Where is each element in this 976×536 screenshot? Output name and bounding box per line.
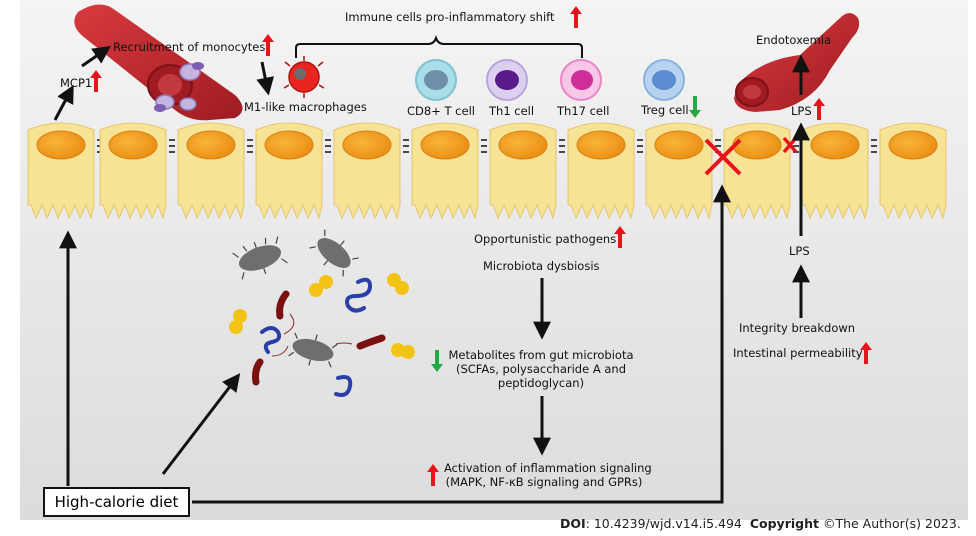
endotoxemia-label: Endotoxemia <box>756 33 832 47</box>
th17-cell-icon <box>560 59 602 101</box>
tight-junction <box>637 139 643 153</box>
th1-cell-icon <box>486 59 528 101</box>
arrow-diet-to-barrier <box>192 184 731 504</box>
treg-cell-icon <box>643 59 685 101</box>
tight-junction <box>403 139 409 153</box>
immune-shift-label: Immune cells pro-inflammatory shift <box>345 10 555 24</box>
immune-shift-up-arrow <box>570 6 582 28</box>
epithelial-cell <box>645 122 713 220</box>
permeability-label: Intestinal permeability <box>733 346 863 360</box>
treg-down-arrow <box>689 96 701 118</box>
arrow-recruit-to-m1 <box>256 61 275 96</box>
integrity-label: Integrity breakdown <box>739 321 856 335</box>
tight-junction <box>559 139 565 153</box>
doi-label: DOI <box>560 516 586 531</box>
tight-junction <box>169 139 175 153</box>
blood-vessel-left <box>74 4 243 121</box>
barrier-break-large-icon <box>704 138 742 176</box>
metabolites-down-arrow <box>431 350 443 372</box>
activation-label: Activation of inflammation signaling (MA… <box>444 461 652 489</box>
permeability-up-arrow <box>860 342 872 364</box>
epithelial-cell <box>255 122 323 220</box>
microbiota-cluster <box>229 229 415 397</box>
doi-value: : 10.4239/wjd.v14.i5.494 <box>585 516 742 531</box>
epithelial-cell <box>801 122 869 220</box>
epithelial-cell <box>177 122 245 220</box>
arrow-diet-to-microbes <box>161 373 241 475</box>
arrow-mcp1-up <box>53 84 74 121</box>
opportunistic-label: Opportunistic pathogens <box>474 232 617 246</box>
tight-junction <box>325 139 331 153</box>
recruitment-up-arrow <box>262 34 274 56</box>
m1-macrophage-icon <box>283 56 325 98</box>
lps-top-label: LPS <box>791 104 812 118</box>
metabolites-line-3: peptidoglycan) <box>497 376 585 390</box>
th17-label: Th17 cell <box>557 104 610 118</box>
immune-brace <box>295 34 583 58</box>
activation-up-arrow <box>427 464 439 486</box>
copyright-label: Copyright <box>749 516 819 531</box>
tight-junction <box>481 139 487 153</box>
lps-mid-label: LPS <box>789 244 810 258</box>
mcp1-up-arrow <box>90 70 102 92</box>
epithelial-cell <box>333 122 401 220</box>
opportunistic-up-arrow <box>614 226 626 248</box>
lps-up-arrow <box>813 98 825 120</box>
tight-junction <box>871 139 877 153</box>
activation-line-2: (MAPK, NF-κB signaling and GPRs) <box>445 475 643 489</box>
epithelial-cell <box>27 122 95 220</box>
cd8-label: CD8+ T cell <box>407 104 475 118</box>
epithelial-cell <box>99 122 167 220</box>
metabolites-label: Metabolites from gut microbiota (SCFAs, … <box>447 348 635 390</box>
indicator-arrows <box>90 6 872 486</box>
high-calorie-diet-box: High-calorie diet <box>43 487 190 517</box>
copyright-value: ©The Author(s) 2023. <box>818 516 961 531</box>
mcp1-label: MCP1 <box>60 76 93 90</box>
epithelial-cell <box>411 122 479 220</box>
treg-label: Treg cell <box>641 103 689 117</box>
activation-line-1: Activation of inflammation signaling <box>444 461 652 475</box>
epithelium-row <box>27 122 947 220</box>
arrow-to-vessel <box>81 45 111 68</box>
recruitment-label: Recruitment of monocytes <box>113 40 266 54</box>
epithelial-cell <box>489 122 557 220</box>
m1-macrophages-label: M1-like macrophages <box>244 100 367 114</box>
cd8-t-cell-icon <box>415 59 457 101</box>
tight-junction <box>247 139 253 153</box>
epithelial-cell <box>723 122 791 220</box>
epithelial-cell <box>567 122 635 220</box>
dysbiosis-label: Microbiota dysbiosis <box>483 259 600 273</box>
metabolites-line-1: Metabolites from gut microbiota <box>448 348 634 362</box>
metabolites-line-2: (SCFAs, polysaccharide A and <box>455 362 626 376</box>
citation-footer: DOI: 10.4239/wjd.v14.i5.494 Copyright ©T… <box>560 516 961 531</box>
th1-label: Th1 cell <box>489 104 535 118</box>
epithelial-cell <box>879 122 947 220</box>
